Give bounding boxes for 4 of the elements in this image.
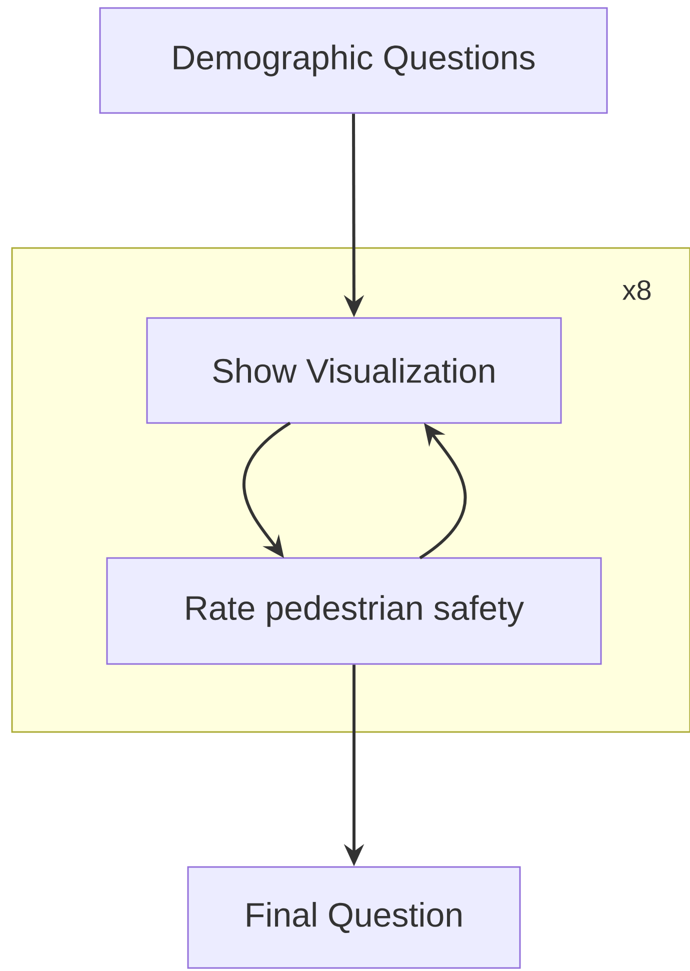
process-box: Rate pedestrian safety — [106, 557, 602, 665]
process-box: Show Visualization — [146, 317, 562, 424]
process-box: Final Question — [187, 866, 521, 969]
process-box: Demographic Questions — [99, 7, 608, 114]
